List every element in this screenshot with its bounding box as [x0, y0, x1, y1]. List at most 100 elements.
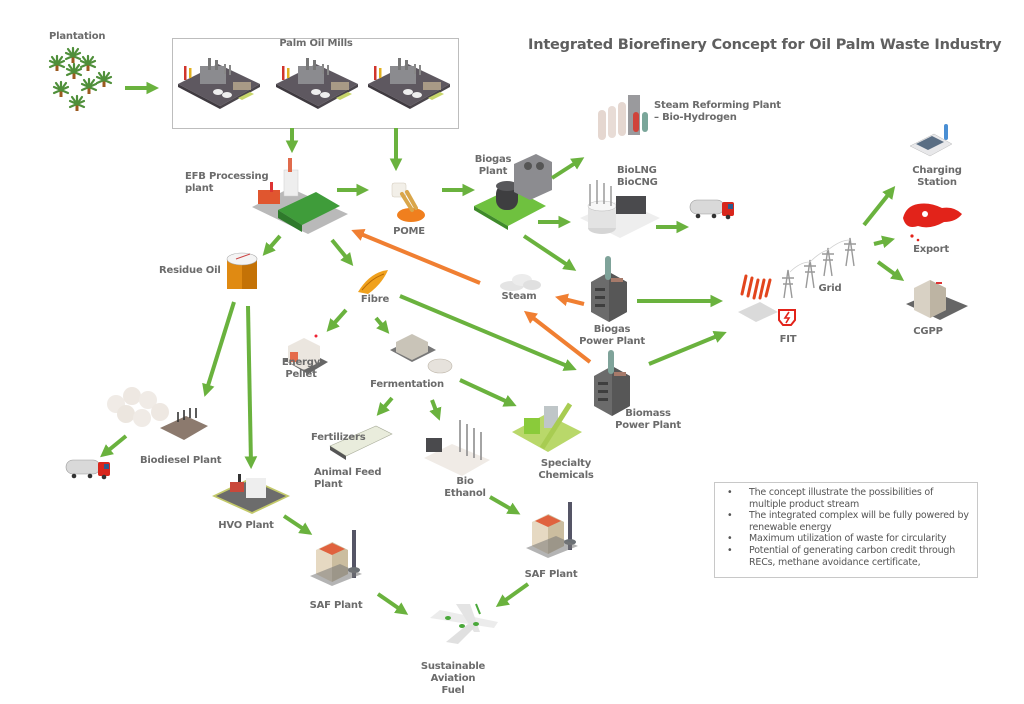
biolng-plant-icon	[580, 180, 660, 238]
label-line: Power Plant	[615, 420, 681, 431]
tanker-truck-icon	[689, 199, 735, 220]
label-line: Plant	[478, 166, 508, 177]
label-residue-oil: Residue Oil	[159, 265, 221, 276]
label-fit: FIT	[779, 334, 797, 345]
substation-icon	[738, 274, 778, 322]
label-hvo-plant: HVO Plant	[218, 520, 274, 531]
label-palm-oil-mills: Palm Oil Mills	[279, 38, 353, 49]
label-fertilizers: Fertilizers	[311, 432, 366, 443]
label-charging-station: Charging Station	[912, 165, 962, 189]
label-biomass-power-plant: Biomass Power Plant	[615, 408, 681, 432]
arrow-efb-to-fibre	[330, 238, 354, 266]
label-plantation: Plantation	[49, 31, 106, 42]
label-line: Power Plant	[579, 336, 645, 347]
label-pome: POME	[393, 226, 425, 237]
arrow-efb-to-residue-oil	[262, 234, 282, 256]
palm-oil-mill-icon	[178, 58, 260, 109]
animal-feed-plant-icon	[329, 425, 393, 460]
label-biogas-power-plant: Biogas Power Plant	[579, 324, 645, 348]
label-line: – Bio-Hydrogen	[654, 112, 737, 123]
arrow-grid-to-cgpp	[876, 260, 905, 282]
label-steam-reforming: Steam Reforming Plant – Bio-Hydrogen	[654, 100, 781, 124]
label-line: Biogas	[474, 154, 512, 165]
label-line: BioCNG	[617, 177, 658, 188]
steam-reforming-plant-icon	[598, 95, 648, 140]
label-line: Energy	[281, 357, 321, 368]
arrow-fibre-to-biomass	[399, 294, 577, 371]
biogas-plant-icon	[474, 154, 552, 230]
label-grid: Grid	[818, 283, 842, 294]
label-line: Sustainable	[420, 661, 486, 672]
label-line: Biogas	[593, 324, 631, 335]
label-line: Steam Reforming Plant	[654, 100, 781, 111]
fit-lightning-icon	[778, 309, 796, 326]
note-item: Potential of generating carbon credit th…	[725, 545, 969, 568]
biogas-power-plant-icon	[591, 256, 627, 322]
label-biogas-plant: Biogas Plant	[475, 154, 512, 178]
pome-icon	[391, 182, 425, 222]
arrow-biodiesel-to-tanker	[100, 434, 128, 458]
palm-oil-mill-icon	[276, 58, 358, 109]
arrow-saf-right-to-fuel	[495, 582, 530, 607]
label-saf-plant-right: SAF Plant	[524, 569, 578, 580]
steam-cloud-icon	[500, 274, 541, 291]
label-line: Ethanol	[444, 488, 486, 499]
note-item: The integrated complex will be fully pow…	[725, 510, 969, 533]
fibre-icon	[358, 270, 388, 294]
hvo-plant-icon	[212, 474, 290, 514]
arrow-saf-left-to-fuel	[376, 592, 409, 615]
label-line: Aviation	[430, 673, 476, 684]
biodiesel-plant-icon	[107, 387, 208, 440]
plantation-icon	[48, 46, 113, 113]
arrow-fermentation-to-chemicals	[459, 378, 517, 407]
label-line: Charging	[912, 165, 962, 176]
arrow-fibre-to-pellet	[326, 308, 348, 332]
note-item: Maximum utilization of waste for circula…	[725, 533, 969, 545]
label-line: Bio	[456, 476, 474, 487]
arrow-fermentation-to-feed	[376, 396, 394, 416]
label-line: plant	[185, 183, 214, 194]
saf-plant-icon	[526, 502, 578, 558]
grid-pylons-icon	[782, 237, 856, 299]
label-bio-ethanol: Bio Ethanol	[444, 476, 486, 500]
label-efb-processing: EFB Processing plant	[185, 171, 269, 195]
label-line: Biomass	[625, 408, 671, 419]
notes-list: The concept illustrate the possibilities…	[725, 487, 969, 568]
label-line: Chemicals	[538, 470, 594, 481]
label-energy-pellet: Energy Pellet	[282, 357, 320, 381]
specialty-chemicals-plant-icon	[512, 402, 582, 452]
label-steam: Steam	[501, 291, 537, 302]
label-line: Animal Feed	[314, 467, 382, 478]
label-line: EFB Processing	[185, 171, 269, 182]
arrow-steam-to-efb	[351, 229, 481, 285]
label-fibre: Fibre	[360, 294, 390, 305]
arrow-biogas-to-power	[522, 234, 577, 271]
biomass-power-plant-icon	[594, 350, 630, 416]
label-line: BioLNG	[617, 165, 657, 176]
airplane-icon	[430, 603, 498, 644]
arrow-biogas-to-reforming	[550, 157, 585, 180]
export-map-icon	[903, 203, 962, 242]
arrow-ethanol-to-saf	[489, 495, 521, 515]
charging-station-icon	[909, 124, 953, 157]
residue-oil-tank-icon	[226, 252, 258, 289]
label-export: Export	[913, 244, 949, 255]
label-line: Fuel	[441, 685, 465, 696]
diagram-title: Integrated Biorefinery Concept for Oil P…	[528, 37, 1002, 53]
label-line: Station	[917, 177, 957, 188]
label-animal-feed: Animal Feed Plant	[314, 467, 382, 491]
arrow-biogas-power-to-steam	[555, 293, 585, 307]
cgpp-building-icon	[906, 280, 968, 320]
palm-oil-mill-icon	[368, 58, 450, 109]
arrow-grid-to-charging	[862, 186, 896, 227]
palm-oil-mills-group	[172, 38, 459, 129]
arrow-biomass-power-to-grid	[648, 330, 727, 366]
arrow-biomass-power-to-steam	[523, 310, 592, 364]
arrow-hvo-to-saf	[282, 514, 313, 535]
label-fermentation: Fermentation	[370, 379, 444, 390]
note-item: The concept illustrate the possibilities…	[725, 487, 969, 510]
bio-ethanol-plant-icon	[424, 420, 490, 476]
label-line: Specialty	[540, 458, 592, 469]
